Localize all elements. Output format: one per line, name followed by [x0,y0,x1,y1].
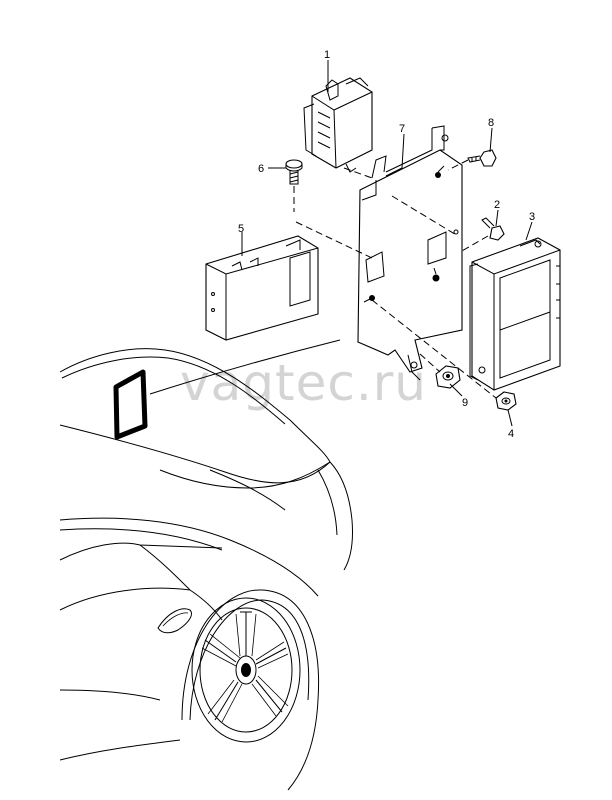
callout-6: 6 [258,163,264,175]
screw-6 [285,159,303,185]
leader-car-to-assembly [149,339,341,395]
callout-9: 9 [462,397,468,409]
callout-8: 8 [488,117,494,129]
callout-3: 3 [529,211,535,223]
callout-leaders [241,60,533,427]
bolt-2 [481,217,505,241]
callout-labels: 1 2 3 4 5 6 7 8 9 [238,49,535,440]
control-module-1 [303,77,373,173]
callout-2: 2 [494,199,500,211]
callout-4: 4 [508,428,514,440]
callout-1: 1 [324,49,330,61]
watermark-text: vagtec.ru [180,354,427,412]
callout-5: 5 [238,223,244,235]
assembly-lines [293,159,497,399]
nut-9 [435,365,461,389]
nut-4 [495,391,517,411]
mounting-bracket [357,125,463,381]
car-body [59,348,353,791]
callout-7: 7 [399,123,405,135]
control-module-5 [205,235,319,341]
location-highlight [113,369,148,440]
bolt-8 [467,149,497,167]
control-module-3 [469,237,561,391]
rear-wheel [191,597,301,743]
